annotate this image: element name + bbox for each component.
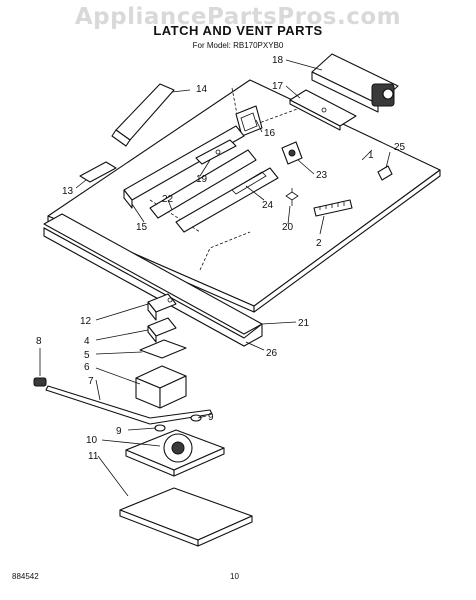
callout-2: 2 — [316, 238, 322, 249]
callout-6: 6 — [84, 362, 90, 373]
callout-14: 14 — [196, 84, 208, 95]
callout-9-right: 9 — [208, 412, 214, 423]
page-number: 10 — [230, 572, 239, 581]
callout-9-left: 9 — [116, 426, 122, 437]
part-14-vent-duct — [111, 83, 175, 147]
callout-10: 10 — [86, 435, 98, 446]
part-6-latch-housing — [135, 365, 187, 409]
callout-8: 8 — [36, 336, 42, 347]
part-10-latch-mechanism — [125, 429, 225, 477]
document-number: 884542 — [12, 572, 39, 581]
part-7-latch-rod — [45, 385, 213, 425]
part-11-cover-plate — [119, 487, 253, 547]
part-12-latch-switch — [147, 293, 177, 321]
callout-26: 26 — [266, 348, 278, 359]
callout-16: 16 — [264, 128, 276, 139]
callout-23: 23 — [316, 170, 328, 181]
callout-7: 7 — [88, 376, 94, 387]
part-22-channel — [149, 149, 257, 219]
callout-22: 22 — [162, 194, 174, 205]
callout-19: 19 — [196, 174, 208, 185]
callout-25: 25 — [394, 142, 406, 153]
callout-18: 18 — [272, 55, 284, 66]
part-9-washers — [154, 414, 202, 432]
part-2-switch-bar — [313, 199, 353, 217]
callout-13: 13 — [62, 186, 74, 197]
callout-15: 15 — [136, 222, 148, 233]
callout-20: 20 — [282, 222, 294, 233]
part-24-channel — [175, 167, 279, 233]
part-23-grommet — [281, 141, 303, 165]
part-25-clip — [377, 165, 393, 181]
callout-1: 1 — [368, 150, 374, 161]
part-20-spring — [285, 188, 299, 206]
diagram-title: LATCH AND VENT PARTS — [153, 23, 323, 38]
watermark: AppliancePartsPros.com — [74, 4, 402, 30]
part-8-knob — [33, 377, 47, 387]
callout-12: 12 — [80, 316, 92, 327]
part-18-fan-motor — [311, 53, 399, 113]
model-subtitle: For Model: RB170PXYB0 — [192, 41, 284, 50]
callout-5: 5 — [84, 350, 90, 361]
part-17-bracket — [289, 89, 357, 131]
part-15-channel — [123, 125, 245, 209]
callout-4: 4 — [84, 336, 90, 347]
callout-21: 21 — [298, 318, 310, 329]
part-5-plate — [139, 339, 187, 359]
part-19-latch-slot — [195, 139, 237, 165]
callout-24: 24 — [262, 200, 274, 211]
callout-11: 11 — [88, 451, 99, 462]
callout-17: 17 — [272, 81, 284, 92]
leader-lines — [39, 59, 391, 497]
part-16-vent-opening — [235, 105, 263, 137]
part-13-small-bracket — [79, 161, 117, 183]
callout-labels: 18 17 14 16 1 25 19 13 23 22 24 15 20 2 … — [36, 55, 406, 462]
part-4-switch — [147, 317, 177, 343]
